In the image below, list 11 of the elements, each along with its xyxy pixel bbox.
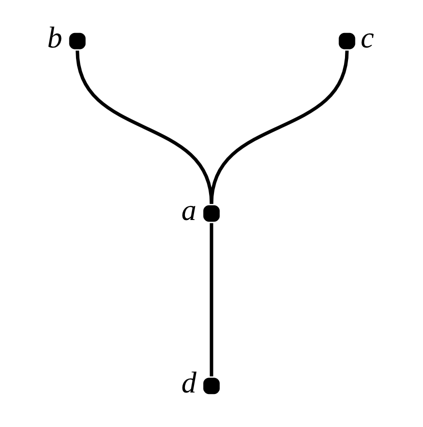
node-circle: [338, 32, 356, 50]
node-label: a: [181, 192, 196, 227]
connector: [210, 50, 349, 204]
connector: [210, 223, 214, 376]
node-label: b: [47, 20, 62, 54]
node-label: d: [181, 365, 196, 400]
node-circle: [203, 205, 220, 222]
node-circle: [203, 378, 220, 394]
connector: [76, 50, 214, 204]
node-circle: [69, 32, 86, 50]
node-label: c: [360, 20, 374, 54]
